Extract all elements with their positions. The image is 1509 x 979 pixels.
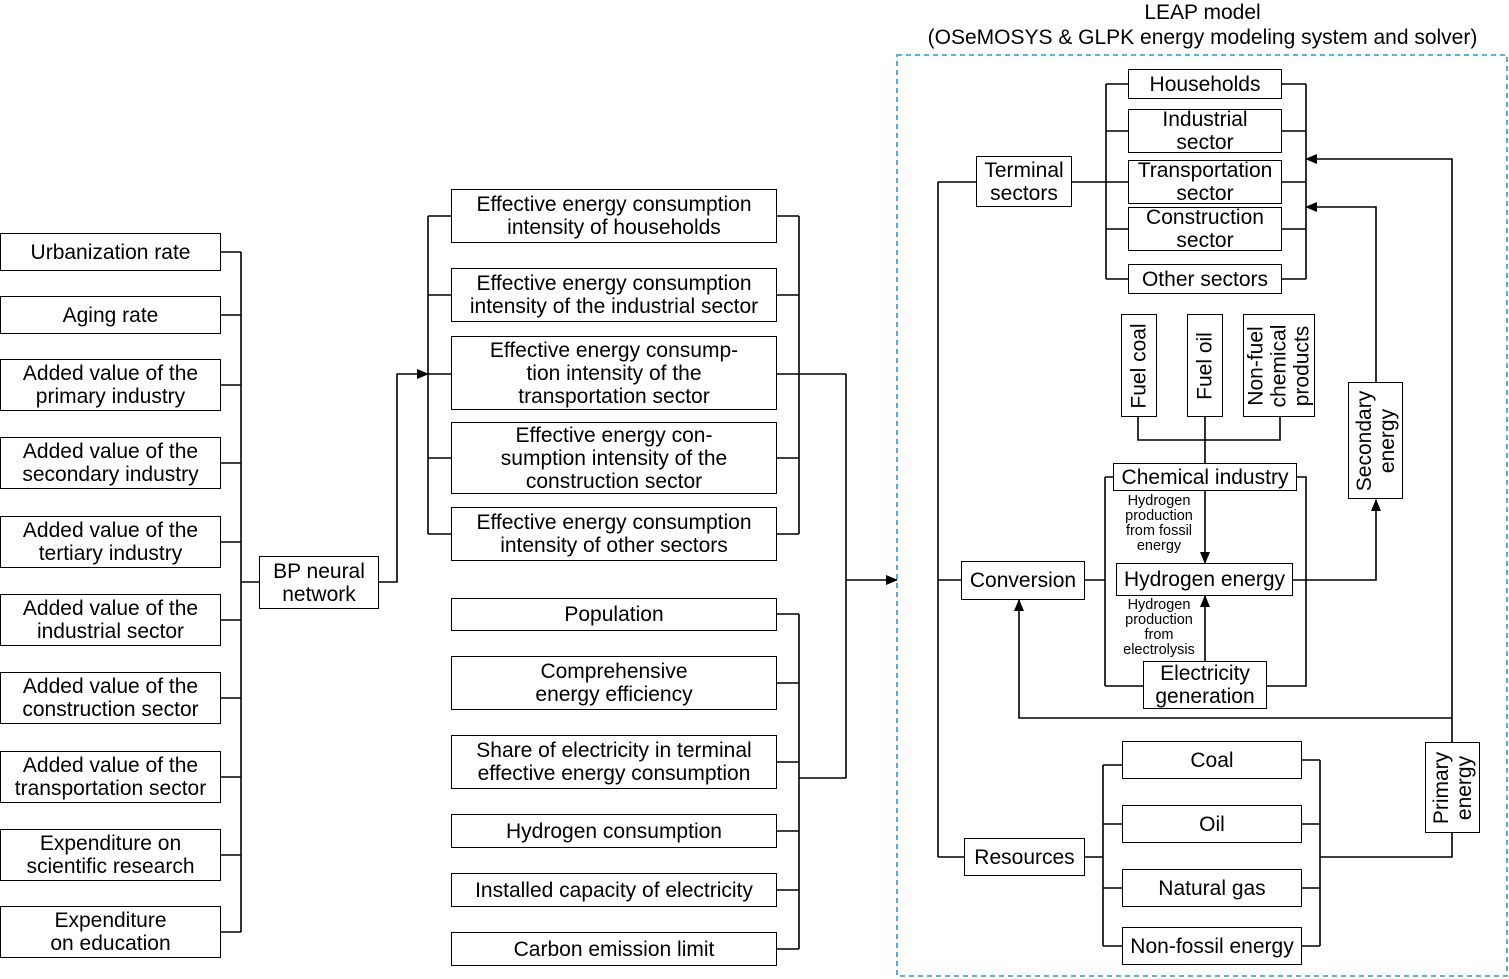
fuel-non-fossil: Non-fossil energy <box>1122 927 1302 965</box>
bp-to-intensities-arrow <box>379 369 429 583</box>
param-hydrogen-consumption: Hydrogen consumption <box>451 814 777 848</box>
chemical-industry: Chemical industry <box>1113 463 1297 491</box>
primary-to-sectors-arrow <box>1305 154 1453 742</box>
sector-households: Households <box>1128 69 1282 99</box>
feedstock-fuel-coal: Fuel coal <box>1121 314 1157 417</box>
fuel-natural-gas: Natural gas <box>1122 869 1302 907</box>
resources-right-bracket <box>1302 759 1453 947</box>
params-right-bracket <box>777 613 846 950</box>
sectors-left-bracket <box>1072 83 1128 280</box>
driver-urbanization-rate: Urbanization rate <box>0 233 221 271</box>
sectors-right-bracket <box>1282 83 1307 280</box>
intensity-transportation: Effective energy consump-tion intensity … <box>451 336 777 410</box>
to-leap-arrow <box>845 374 897 778</box>
intensity-construction: Effective energy con-sumption intensity … <box>451 422 777 494</box>
sector-other: Other sectors <box>1128 264 1282 294</box>
conversion-bracket <box>1085 476 1307 687</box>
secondary-to-sectors-arrow <box>1305 202 1377 382</box>
primary-to-conversion-arrow <box>1014 599 1452 719</box>
hydrogen-to-secondary-arrow <box>1293 499 1381 581</box>
param-carbon-emission-limit: Carbon emission limit <box>451 932 777 966</box>
intensities-right-bracket <box>777 215 846 535</box>
resources-left-bracket <box>1085 764 1122 947</box>
leap-title-block: LEAP model (OSeMOSYS & GLPK energy model… <box>880 0 1509 50</box>
leap-spine <box>937 181 976 858</box>
conversion: Conversion <box>961 561 1085 600</box>
feedstock-fuel-oil: Fuel oil <box>1187 314 1223 417</box>
drivers-bracket <box>221 251 259 933</box>
fuel-coal: Coal <box>1122 741 1302 779</box>
fuel-oil: Oil <box>1122 805 1302 843</box>
hydrogen-energy: Hydrogen energy <box>1116 563 1293 596</box>
param-installed-capacity: Installed capacity of electricity <box>451 873 777 907</box>
driver-aging-rate: Aging rate <box>0 296 221 334</box>
resources: Resources <box>964 838 1085 876</box>
leap-model-frame <box>896 54 1508 977</box>
param-population: Population <box>451 598 777 631</box>
feedstock-lines <box>1137 417 1281 463</box>
intensities-left-bracket <box>427 215 451 535</box>
leap-title: LEAP model <box>1144 1 1261 24</box>
leap-subtitle: (OSeMOSYS & GLPK energy modeling system … <box>927 26 1478 49</box>
